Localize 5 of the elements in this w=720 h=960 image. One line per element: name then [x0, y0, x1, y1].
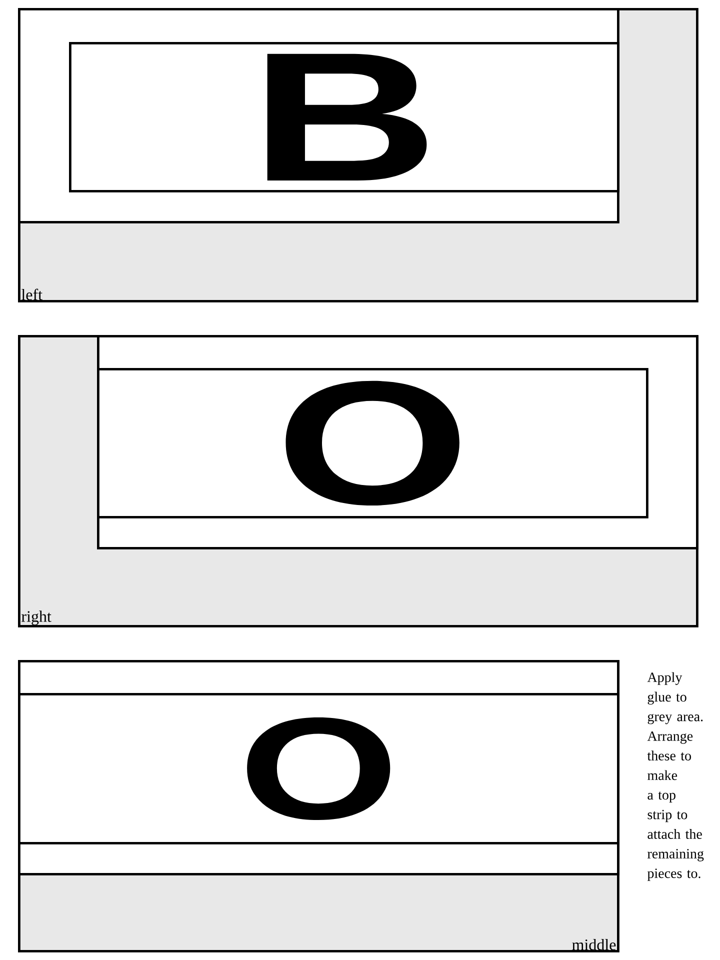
- cutout-strip: [18, 842, 620, 876]
- cutout-strip: [18, 660, 620, 696]
- instruction-note: Apply glue to grey area. Arrange these to make a top strip to attach the remaining pieces to.: [647, 672, 704, 881]
- letter-panel: O: [97, 368, 648, 518]
- letter-panel: B: [69, 42, 620, 192]
